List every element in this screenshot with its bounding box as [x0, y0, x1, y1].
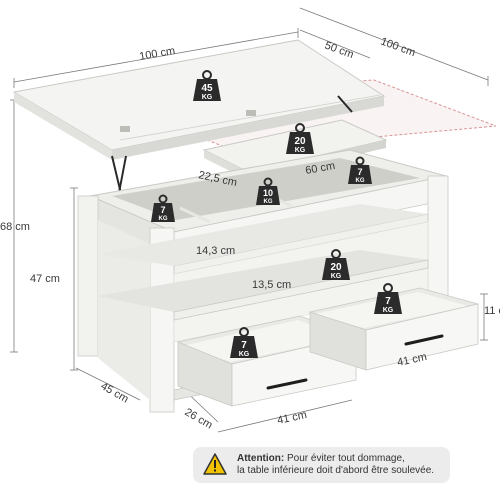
- warning-line1: Pour éviter tout dommage,: [287, 453, 405, 464]
- dim-inner-upper: 14,3 cm: [196, 245, 235, 257]
- warning-triangle-icon: [203, 453, 227, 475]
- dim-height-closed: 47 cm: [30, 273, 60, 285]
- dim-height-total: 68 cm: [0, 221, 30, 233]
- svg-text:7: 7: [160, 205, 165, 215]
- weight-icon-drawer-left: 7 KG: [230, 327, 258, 358]
- warning-line2: la table inférieure doit d'abord être so…: [237, 465, 435, 476]
- svg-text:KG: KG: [356, 178, 365, 184]
- svg-text:KG: KG: [159, 216, 168, 222]
- svg-text:KG: KG: [383, 307, 394, 314]
- warning-box: Attention: Pour éviter tout dommage, la …: [193, 447, 450, 483]
- weight-icon-drawer-right: 7 KG: [374, 283, 402, 314]
- drawer-left: [176, 315, 358, 407]
- weight-icon-compartment-right: 7 KG: [348, 156, 372, 184]
- svg-text:KG: KG: [202, 94, 213, 101]
- dim-drawer-depth: 26 cm: [183, 406, 215, 431]
- svg-text:10: 10: [263, 188, 273, 198]
- svg-text:KG: KG: [331, 273, 342, 280]
- dim-depth-side: 45 cm: [99, 380, 131, 405]
- warning-title: Attention:: [237, 453, 285, 464]
- dim-width-right: 100 cm: [379, 36, 417, 60]
- table-body: [77, 149, 449, 413]
- dim-drawer-width-left: 41 cm: [276, 409, 308, 427]
- svg-text:45: 45: [201, 83, 213, 94]
- warning-text: Attention: Pour éviter tout dommage, la …: [237, 453, 447, 477]
- svg-text:7: 7: [241, 340, 247, 351]
- dim-depth-top: 50 cm: [323, 40, 355, 62]
- svg-text:7: 7: [357, 167, 362, 177]
- drawer-right: [308, 287, 479, 371]
- svg-text:KG: KG: [239, 351, 250, 358]
- weight-icon-compartment-middle: 10 KG: [256, 177, 280, 205]
- dim-lift-width: 60 cm: [304, 160, 336, 177]
- svg-text:20: 20: [330, 262, 342, 273]
- svg-text:KG: KG: [295, 147, 306, 154]
- dim-top-width: 100 cm: [138, 45, 176, 63]
- svg-text:7: 7: [385, 296, 391, 307]
- svg-text:20: 20: [294, 136, 306, 147]
- dim-inner-lower: 13,5 cm: [252, 279, 291, 291]
- dim-drawer-height: 11 cm: [484, 305, 500, 317]
- weight-icon-lift: 20 KG: [286, 123, 314, 154]
- weight-icon-compartment-left: 7 KG: [151, 194, 175, 222]
- svg-text:KG: KG: [264, 199, 273, 205]
- weight-icon-shelf: 20 KG: [322, 249, 350, 280]
- weight-icon-top: 45 KG: [193, 70, 221, 101]
